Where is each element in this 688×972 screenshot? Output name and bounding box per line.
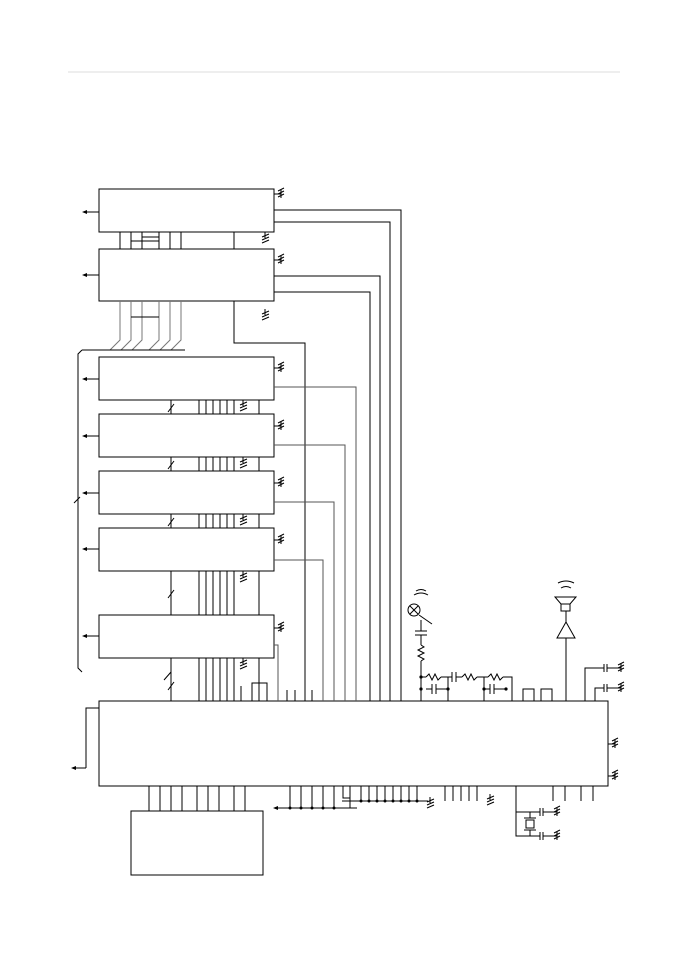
ground-icon xyxy=(239,187,625,840)
ground-icon xyxy=(239,400,248,412)
bus-block1-block2 xyxy=(119,232,235,249)
main-top-pins xyxy=(251,682,313,701)
column-buses xyxy=(170,400,260,701)
block-1 xyxy=(98,188,275,233)
main-bottom-pins xyxy=(148,786,594,811)
ground-icon xyxy=(550,805,561,816)
left-bus xyxy=(73,349,99,768)
ground-icon xyxy=(614,661,625,672)
arrow-heads xyxy=(71,210,87,770)
ground-icon xyxy=(261,232,270,244)
block-7 xyxy=(98,614,275,659)
ground-icon xyxy=(274,187,285,198)
ground-icon xyxy=(239,658,248,670)
ground-icon xyxy=(608,737,619,748)
block-5 xyxy=(98,470,275,515)
ground-icon xyxy=(274,361,285,372)
ground-icon xyxy=(550,829,561,840)
ground-icon xyxy=(239,457,248,469)
ground-icon xyxy=(274,419,285,430)
bus-slash-markers xyxy=(163,403,175,691)
microphone-icon xyxy=(407,589,433,625)
ground-icon xyxy=(239,514,248,526)
block-4 xyxy=(98,413,275,458)
amplifier-icon xyxy=(556,620,576,701)
ground-icon xyxy=(486,794,495,806)
main-controller-block xyxy=(98,700,609,787)
ground-icon xyxy=(274,476,285,487)
block-2 xyxy=(98,248,275,302)
mic-input-circuit xyxy=(415,620,513,701)
ground-icon xyxy=(274,253,285,264)
block-6 xyxy=(98,527,275,572)
bottom-junctions xyxy=(273,799,419,810)
ground-icon xyxy=(608,769,619,780)
ground-icon xyxy=(426,797,435,809)
mid-signal-lines xyxy=(274,386,357,701)
ground-icon xyxy=(261,309,270,321)
ground-icon xyxy=(274,533,285,544)
bus-block2-bar xyxy=(82,301,306,701)
bus-block2-fan xyxy=(109,301,182,351)
speaker-icon xyxy=(553,580,578,622)
bottom-block xyxy=(130,810,264,876)
right-signal-lines xyxy=(274,209,402,701)
block-3 xyxy=(98,356,275,401)
junction-dots xyxy=(419,675,508,691)
ground-icon xyxy=(614,681,625,692)
ground-icon xyxy=(239,571,248,583)
left-output-arrows xyxy=(74,211,99,769)
crystal-icon xyxy=(515,786,550,840)
ground-icon xyxy=(274,621,285,632)
pin-headers xyxy=(522,688,553,701)
right-caps xyxy=(584,664,614,701)
